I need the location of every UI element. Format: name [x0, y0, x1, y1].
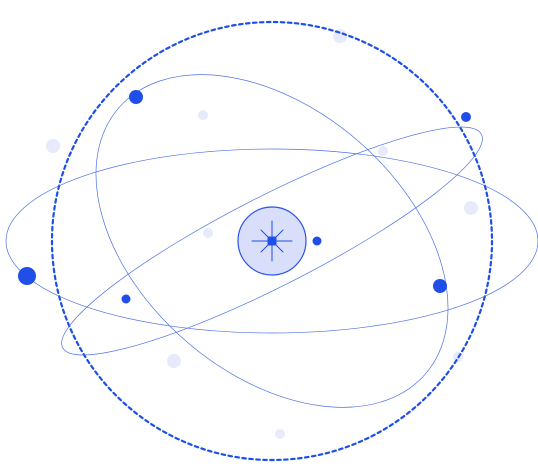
faint-dot: [464, 201, 478, 215]
outer-dashed-orbit: [50, 20, 494, 462]
faint-dot: [198, 110, 208, 120]
sparkle-icon: [251, 220, 293, 262]
planet-dot: [312, 236, 322, 246]
planet-dot: [129, 90, 143, 104]
faint-dot: [378, 146, 388, 156]
planet-dot: [18, 267, 36, 285]
planet-dot: [433, 279, 447, 293]
orbit-tilted-shallow: [61, 126, 483, 356]
planet-dot: [461, 112, 471, 122]
faint-dot: [167, 354, 181, 368]
faint-dot: [203, 228, 213, 238]
faint-dot: [46, 139, 60, 153]
orbit-tilted-steep: [95, 74, 449, 408]
central-core: [237, 206, 307, 276]
planet-dot: [121, 294, 131, 304]
planets: [18, 90, 471, 304]
faint-dot: [275, 429, 285, 439]
orbit-horizontal: [5, 148, 538, 334]
